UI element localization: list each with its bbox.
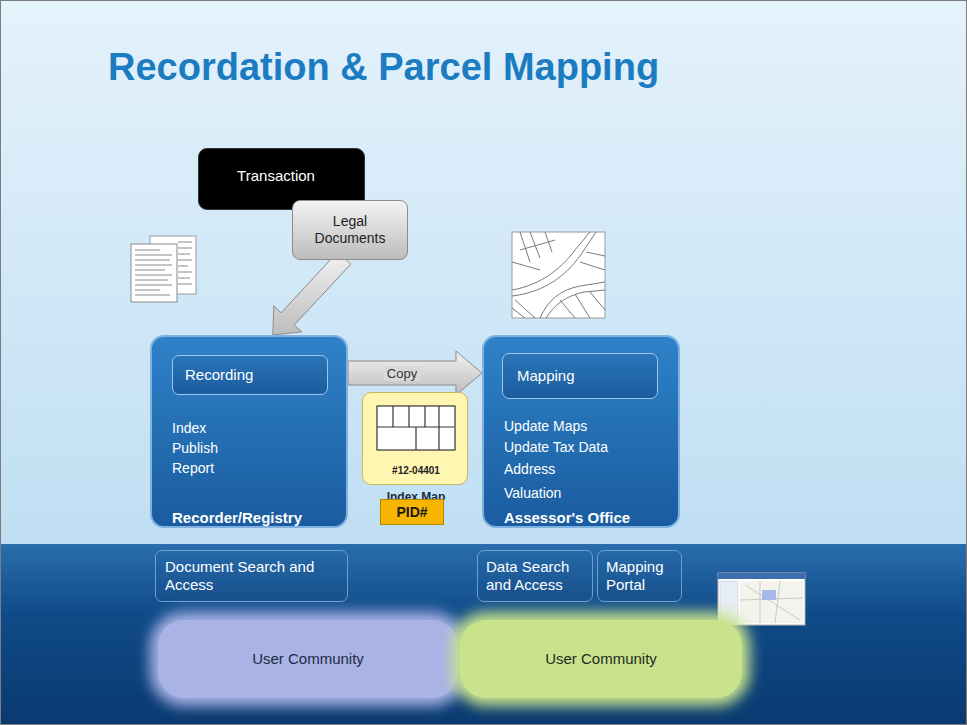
user-community-band: User Community bbox=[158, 620, 458, 698]
process-box: Mapping bbox=[502, 353, 658, 399]
slide-title: Recordation & Parcel Mapping bbox=[108, 46, 659, 89]
block-arrow bbox=[348, 351, 482, 395]
box-heading: Assessor's Office bbox=[504, 509, 630, 527]
office-box: IndexPublishReportRecorder/Registry Recor… bbox=[150, 335, 348, 528]
portal-screenshot bbox=[718, 573, 805, 625]
service-box: Document Search and Access bbox=[155, 550, 348, 602]
box-text: User Community bbox=[545, 650, 657, 668]
box-text: Mapping bbox=[517, 367, 575, 385]
index-map-box: #12-04401Index Map bbox=[362, 392, 468, 485]
box-text: Update Maps bbox=[504, 418, 587, 435]
box-text: User Community bbox=[252, 650, 364, 668]
box-heading: #12-04401 bbox=[363, 465, 469, 477]
box-text: Mapping Portal bbox=[606, 558, 673, 594]
box-text: Legal Documents bbox=[301, 213, 399, 247]
box-text: Publish bbox=[172, 440, 218, 457]
service-box: Data Search and Access bbox=[477, 550, 593, 602]
box-text: Update Tax Data bbox=[504, 439, 608, 456]
parcel-map-thumbnail bbox=[512, 232, 605, 318]
box-text: Document Search and Access bbox=[165, 558, 338, 594]
service-box: Mapping Portal bbox=[597, 550, 682, 602]
index-grid bbox=[376, 405, 456, 451]
box-text: Transaction bbox=[199, 167, 353, 185]
box-heading: PID# bbox=[396, 504, 427, 521]
user-community-band: User Community bbox=[460, 620, 742, 698]
edge-label: Copy bbox=[384, 366, 420, 381]
block-arrow bbox=[273, 252, 351, 335]
box-text: Address bbox=[504, 461, 555, 478]
box-text: Recording bbox=[185, 366, 253, 384]
box-text: Index bbox=[172, 420, 206, 437]
process-box: Recording bbox=[172, 355, 328, 395]
pid-tag: PID# bbox=[380, 499, 444, 526]
document-thumbnail bbox=[131, 236, 196, 302]
office-box: Update MapsUpdate Tax DataAddressValuati… bbox=[482, 335, 680, 528]
document-box: Legal Documents bbox=[292, 200, 408, 260]
box-text: Data Search and Access bbox=[486, 558, 584, 594]
box-heading: Recorder/Registry bbox=[172, 509, 302, 527]
box-text: Report bbox=[172, 460, 214, 477]
box-text: Valuation bbox=[504, 485, 561, 502]
